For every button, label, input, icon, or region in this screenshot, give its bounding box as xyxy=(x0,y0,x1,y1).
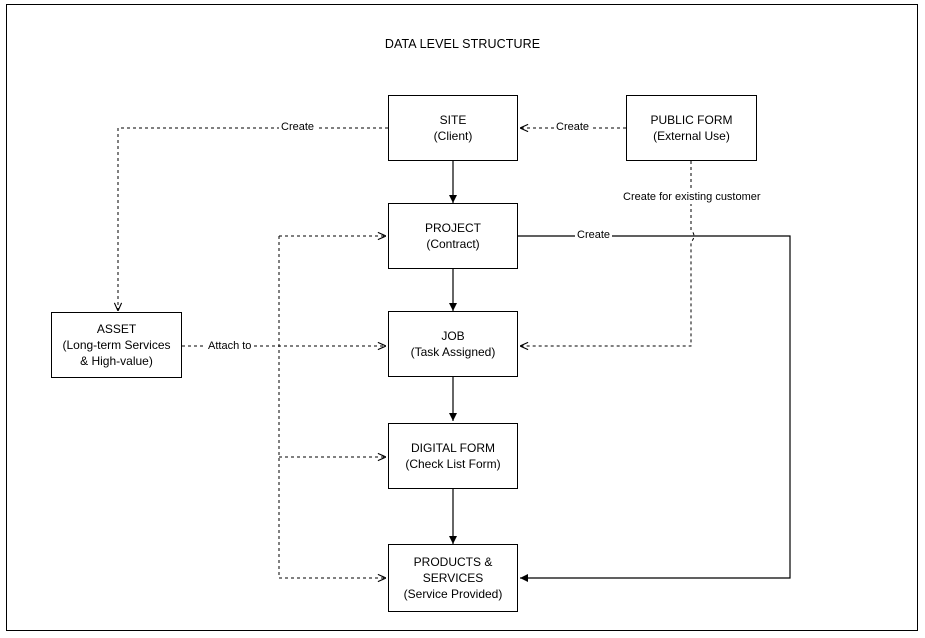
node-project: PROJECT (Contract) xyxy=(388,203,518,269)
node-job-title: JOB xyxy=(441,329,465,343)
node-job-subtitle: (Task Assigned) xyxy=(410,345,496,359)
node-public-form-title: PUBLIC FORM xyxy=(650,113,733,127)
diagram-title: DATA LEVEL STRUCTURE xyxy=(384,37,541,51)
edge-label-asset-attach: Attach to xyxy=(206,340,254,353)
node-digital-form-subtitle: (Check List Form) xyxy=(405,457,501,471)
node-products-title-1: PRODUCTS & xyxy=(413,555,493,569)
node-public-form: PUBLIC FORM (External Use) xyxy=(626,95,757,161)
node-asset-title: ASSET xyxy=(96,322,137,336)
edge-site-asset xyxy=(118,127,388,311)
diagram-frame xyxy=(6,4,918,631)
node-project-title: PROJECT xyxy=(424,221,481,235)
node-project-subtitle: (Contract) xyxy=(426,237,480,251)
edge-label-public-site: Create xyxy=(554,121,592,134)
node-job: JOB (Task Assigned) xyxy=(388,311,518,377)
node-site-subtitle: (Client) xyxy=(433,129,473,143)
edge-public-job xyxy=(520,161,695,346)
node-asset-subtitle-2: & High-value) xyxy=(80,354,153,368)
node-products-subtitle: (Service Provided) xyxy=(403,587,503,601)
edge-label-project-products: Create xyxy=(575,229,613,242)
node-products-services: PRODUCTS & SERVICES (Service Provided) xyxy=(388,544,518,612)
edge-project-products xyxy=(518,235,791,582)
node-digital-form-title: DIGITAL FORM xyxy=(411,441,495,455)
node-site-title: SITE xyxy=(439,113,467,127)
node-asset-subtitle-1: (Long-term Services xyxy=(62,338,171,352)
node-products-title-2: SERVICES xyxy=(422,571,484,585)
node-public-form-subtitle: (External Use) xyxy=(653,129,730,143)
node-asset: ASSET (Long-term Services & High-value) xyxy=(51,312,182,378)
edge-label-site-asset: Create xyxy=(279,121,317,134)
node-site: SITE (Client) xyxy=(388,95,518,161)
node-digital-form: DIGITAL FORM (Check List Form) xyxy=(388,423,518,489)
edge-label-public-job: Create for existing customer xyxy=(621,191,763,204)
